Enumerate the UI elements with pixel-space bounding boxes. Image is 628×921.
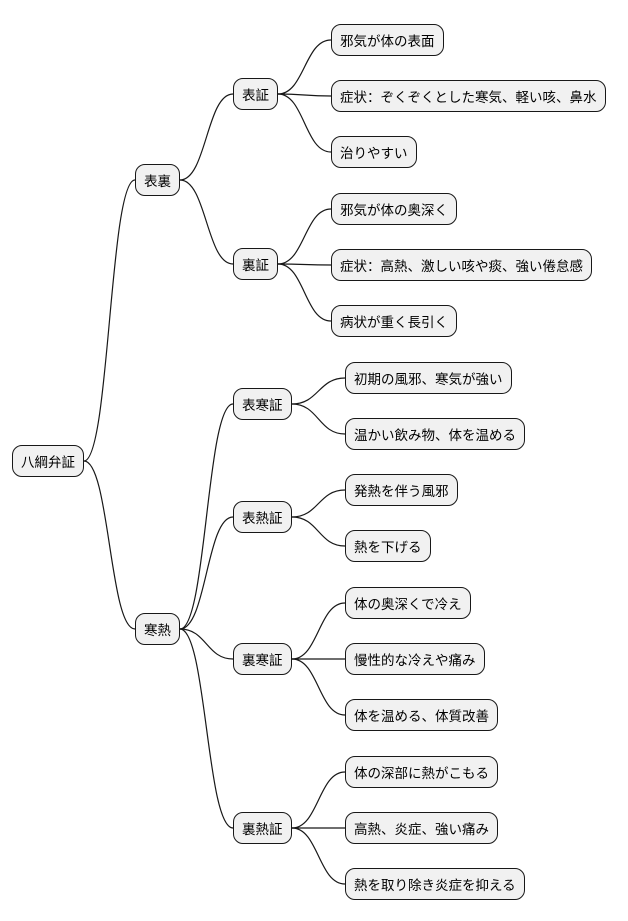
connector-line [291,489,346,518]
leaf-node: 体の奥深くで冷え [345,587,471,619]
root-node-hachikou-bensho: 八綱弁証 [12,445,84,477]
leaf-node: 熱を下げる [345,530,431,562]
connector-line [179,516,234,630]
connector-line [277,263,332,322]
connector-line [179,93,234,181]
node-hyounetsushou: 表熱証 [233,501,292,533]
connector-line [179,403,234,630]
connector-line [83,179,136,462]
connector-line [277,39,332,95]
connector-line [179,179,234,265]
connector-line [291,827,346,885]
connector-line [291,377,346,405]
connector-line [291,516,346,547]
leaf-node: 体の深部に熱がこもる [345,756,498,788]
connector-line [179,628,234,660]
node-kannetsu: 寒熱 [135,613,180,645]
leaf-node: 体を温める、体質改善 [345,699,498,731]
node-rikanshou: 裏寒証 [233,643,292,675]
connector-line [291,658,346,716]
leaf-node: 症状：高熱、激しい咳や痰、強い倦怠感 [331,249,592,281]
node-hyouri: 表裏 [135,164,180,196]
leaf-node: 治りやすい [331,136,417,168]
leaf-node: 邪気が体の表面 [331,24,444,56]
connector-line [291,771,346,829]
leaf-node: 発熱を伴う風邪 [345,474,458,506]
node-hyoushou: 表証 [233,78,278,110]
connector-line [277,93,332,97]
connector-line [291,403,346,435]
node-hyoukanshou: 表寒証 [233,388,292,420]
leaf-node: 慢性的な冷えや痛み [345,643,485,675]
connector-line [277,208,332,265]
node-rinetsushou: 裏熱証 [233,812,292,844]
node-rishou: 裏証 [233,248,278,280]
leaf-node: 症状：ぞくぞくとした寒気、軽い咳、鼻水 [331,80,606,112]
leaf-node: 温かい飲み物、体を温める [345,418,525,450]
connector-line [277,263,332,266]
leaf-node: 高熱、炎症、強い痛み [345,812,498,844]
connector-line [291,602,346,660]
connector-line [277,93,332,153]
connector-line [83,460,136,630]
leaf-node: 病状が重く長引く [331,305,457,337]
leaf-node: 邪気が体の奥深く [331,193,457,225]
leaf-node: 初期の風邪、寒気が強い [345,362,512,394]
leaf-node: 熱を取り除き炎症を抑える [345,868,525,900]
connector-line [179,628,234,829]
